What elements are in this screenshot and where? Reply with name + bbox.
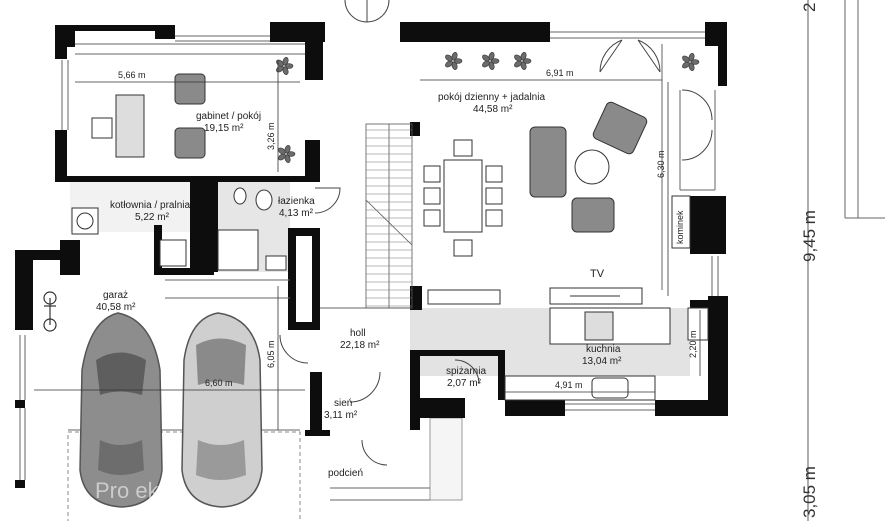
plant-leaf xyxy=(278,147,286,155)
dim-gabinet-width: 5,66 m xyxy=(118,70,146,80)
plant-leaf xyxy=(490,58,500,64)
car-left xyxy=(79,312,163,508)
plant-leaf xyxy=(451,61,458,70)
room-area-sien: 3,11 m² xyxy=(324,410,358,421)
terrace-floor xyxy=(429,417,463,501)
room-name-spizarnia: spiżarnia xyxy=(446,366,487,377)
plant-leaf xyxy=(284,154,291,163)
dim-kitchen-depth: 2,20 m xyxy=(688,330,698,358)
plant-leaf xyxy=(522,58,532,64)
room-name-kuchnia: kuchnia xyxy=(586,344,621,355)
office-furniture xyxy=(91,73,206,159)
plant-leaf xyxy=(520,61,527,70)
plant-leaf xyxy=(482,60,490,68)
dim-total-top: 2 xyxy=(800,2,819,12)
room-area-spizarnia: 2,07 m² xyxy=(447,378,481,389)
plant-leaf xyxy=(520,52,527,61)
plant-leaf xyxy=(688,62,695,71)
room-area-gabinet: 19,15 m² xyxy=(204,123,244,134)
door-swings xyxy=(279,0,713,466)
plant-leaf xyxy=(682,61,690,69)
room-name-gabinet: gabinet / pokój xyxy=(196,111,262,122)
plant-leaf xyxy=(488,52,495,61)
car-right xyxy=(181,312,263,508)
dim-garage-width: 6,60 m xyxy=(205,378,233,388)
room-area-dzienny: 44,58 m² xyxy=(473,104,513,115)
dimension-lines xyxy=(34,0,809,521)
room-name-lazienka: łazienka xyxy=(278,196,315,207)
dim-gabinet-depth: 3,26 m xyxy=(266,122,276,150)
dim-kitchen-width: 4,91 m xyxy=(555,380,583,390)
bathroom-fixtures xyxy=(159,187,287,271)
plant-leaf xyxy=(286,151,296,157)
plant-leaf xyxy=(445,54,453,62)
plant-leaf xyxy=(445,60,453,68)
plant-leaf xyxy=(453,58,463,64)
plant-leaf xyxy=(690,59,700,65)
room-name-holl: holl xyxy=(350,328,366,339)
walls xyxy=(15,22,728,488)
staircase xyxy=(365,123,413,309)
room-area-lazienka: 4,13 m² xyxy=(279,208,313,219)
dim-living-width: 6,91 m xyxy=(546,68,574,78)
living-furniture xyxy=(423,101,648,305)
stair-steps xyxy=(366,129,412,307)
room-name-sien: sień xyxy=(334,398,353,409)
dim-total-bottom: 3,05 m xyxy=(800,466,819,518)
plant-leaf xyxy=(284,63,294,69)
plant-leaf xyxy=(284,145,291,154)
kominek-label: kominek xyxy=(675,210,685,244)
plant-leaf xyxy=(451,52,458,61)
bicycle-icon xyxy=(43,291,57,332)
plant-leaf xyxy=(688,53,695,62)
room-name-dzienny: pokój dzienny + jadalnia xyxy=(438,92,546,103)
plant-leaf xyxy=(514,60,522,68)
room-area-garaz: 40,58 m² xyxy=(96,302,136,313)
dim-total-mid: 9,45 m xyxy=(800,210,819,262)
dim-living-depth: 6,30 m xyxy=(656,150,666,178)
plant-leaf xyxy=(514,54,522,62)
tv-label: TV xyxy=(590,268,605,280)
plants xyxy=(276,52,700,163)
plant-leaf xyxy=(682,55,690,63)
utility-fixtures xyxy=(71,195,691,249)
dim-garage-depth: 6,05 m xyxy=(266,340,276,368)
kitchen-fixtures xyxy=(504,307,709,401)
room-name-kotlownia: kotłownia / pralnia xyxy=(110,200,191,211)
room-area-kuchnia: 13,04 m² xyxy=(582,356,622,367)
plant-leaf xyxy=(488,61,495,70)
plant-leaf xyxy=(282,66,289,75)
room-name-garaz: garaż xyxy=(103,290,129,301)
room-area-holl: 22,18 m² xyxy=(340,340,380,351)
room-area-kotlownia: 5,22 m² xyxy=(135,212,169,223)
room-name-podcien: podcień xyxy=(328,468,364,479)
plant-leaf xyxy=(278,153,286,161)
plant-leaf xyxy=(482,54,490,62)
watermark: Pro ekt xyxy=(95,478,165,503)
plant-leaf xyxy=(282,57,289,66)
